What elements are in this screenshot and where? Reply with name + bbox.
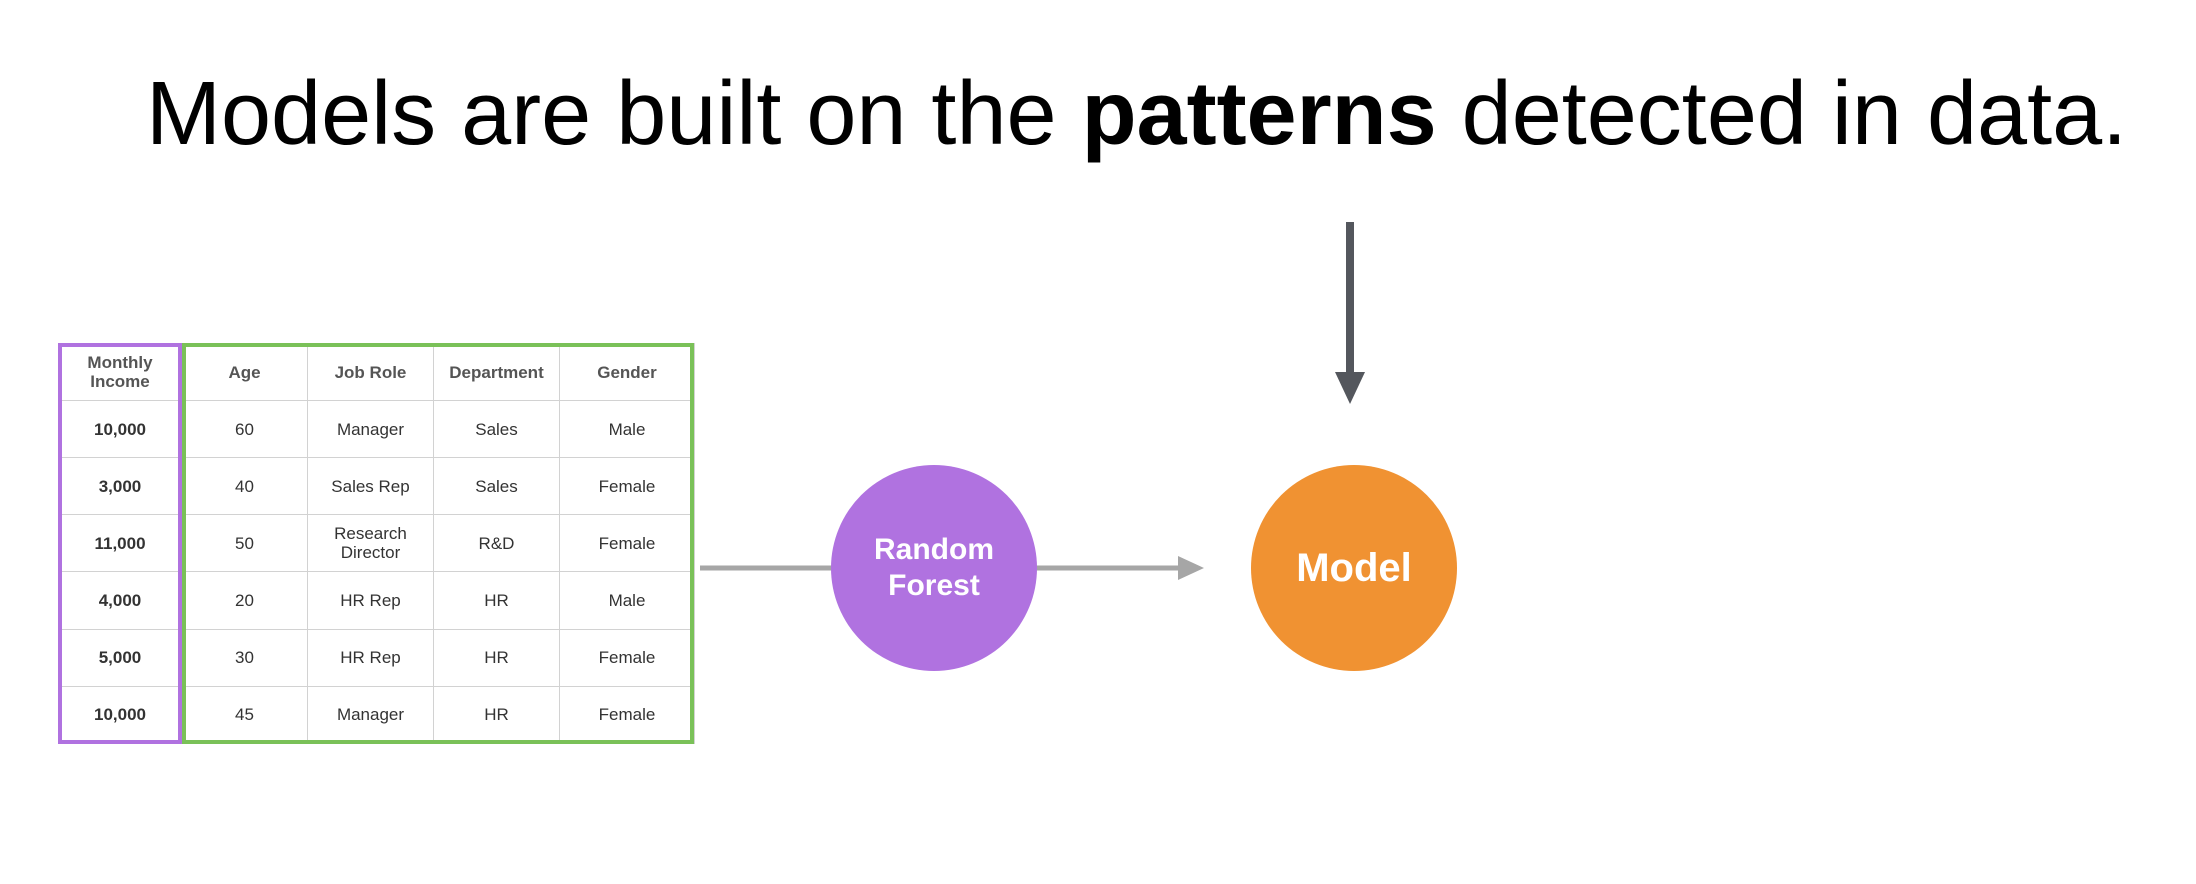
cell-age: 20 xyxy=(181,571,308,630)
cell-monthly-income: 4,000 xyxy=(58,571,182,630)
table-header-row: Monthly Income Age Job Role Department G… xyxy=(58,343,695,401)
cell-age: 45 xyxy=(181,685,308,745)
header-gender: Gender xyxy=(559,343,695,401)
cell-monthly-income: 5,000 xyxy=(58,628,182,687)
cell-monthly-income: 10,000 xyxy=(58,399,182,459)
cell-department: HR xyxy=(433,571,560,630)
title-part-1: Models are built on the xyxy=(146,64,1082,164)
cell-gender: Female xyxy=(559,457,695,516)
header-age: Age xyxy=(181,343,308,401)
cell-monthly-income: 11,000 xyxy=(58,514,182,573)
cell-department: R&D xyxy=(433,514,560,573)
cell-department: Sales xyxy=(433,399,560,459)
table-row: 11,000 50 Research Director R&D Female xyxy=(58,514,695,573)
table-row: 4,000 20 HR Rep HR Male xyxy=(58,571,695,630)
cell-gender: Male xyxy=(559,399,695,459)
down-arrow xyxy=(1335,222,1365,404)
cell-monthly-income: 3,000 xyxy=(58,457,182,516)
cell-job-role: Manager xyxy=(307,685,434,745)
slide-title: Models are built on the patterns detecte… xyxy=(146,58,2127,170)
title-emphasis: patterns xyxy=(1081,64,1437,164)
cell-gender: Male xyxy=(559,571,695,630)
header-monthly-income: Monthly Income xyxy=(58,343,182,401)
cell-age: 40 xyxy=(181,457,308,516)
cell-gender: Female xyxy=(559,514,695,573)
cell-gender: Female xyxy=(559,628,695,687)
cell-gender: Female xyxy=(559,685,695,745)
cell-job-role: Research Director xyxy=(307,514,434,573)
model-label: Model xyxy=(1296,546,1412,590)
table-row: 10,000 60 Manager Sales Male xyxy=(58,399,695,459)
random-forest-label: Random Forest xyxy=(874,533,994,602)
table-row: 3,000 40 Sales Rep Sales Female xyxy=(58,457,695,516)
cell-department: Sales xyxy=(433,457,560,516)
random-forest-node: Random Forest xyxy=(831,465,1037,671)
cell-age: 60 xyxy=(181,399,308,459)
model-node: Model xyxy=(1251,465,1457,671)
title-part-2: detected in data. xyxy=(1436,64,2128,164)
table-row: 10,000 45 Manager HR Female xyxy=(58,685,695,745)
cell-job-role: Sales Rep xyxy=(307,457,434,516)
data-table-container: Monthly Income Age Job Role Department G… xyxy=(58,343,695,745)
cell-department: HR xyxy=(433,685,560,745)
header-department: Department xyxy=(433,343,560,401)
cell-department: HR xyxy=(433,628,560,687)
cell-monthly-income: 10,000 xyxy=(58,685,182,745)
cell-age: 30 xyxy=(181,628,308,687)
cell-job-role: Manager xyxy=(307,399,434,459)
cell-job-role: HR Rep xyxy=(307,571,434,630)
cell-job-role: HR Rep xyxy=(307,628,434,687)
cell-age: 50 xyxy=(181,514,308,573)
data-table: Monthly Income Age Job Role Department G… xyxy=(58,343,695,745)
table-row: 5,000 30 HR Rep HR Female xyxy=(58,628,695,687)
header-job-role: Job Role xyxy=(307,343,434,401)
